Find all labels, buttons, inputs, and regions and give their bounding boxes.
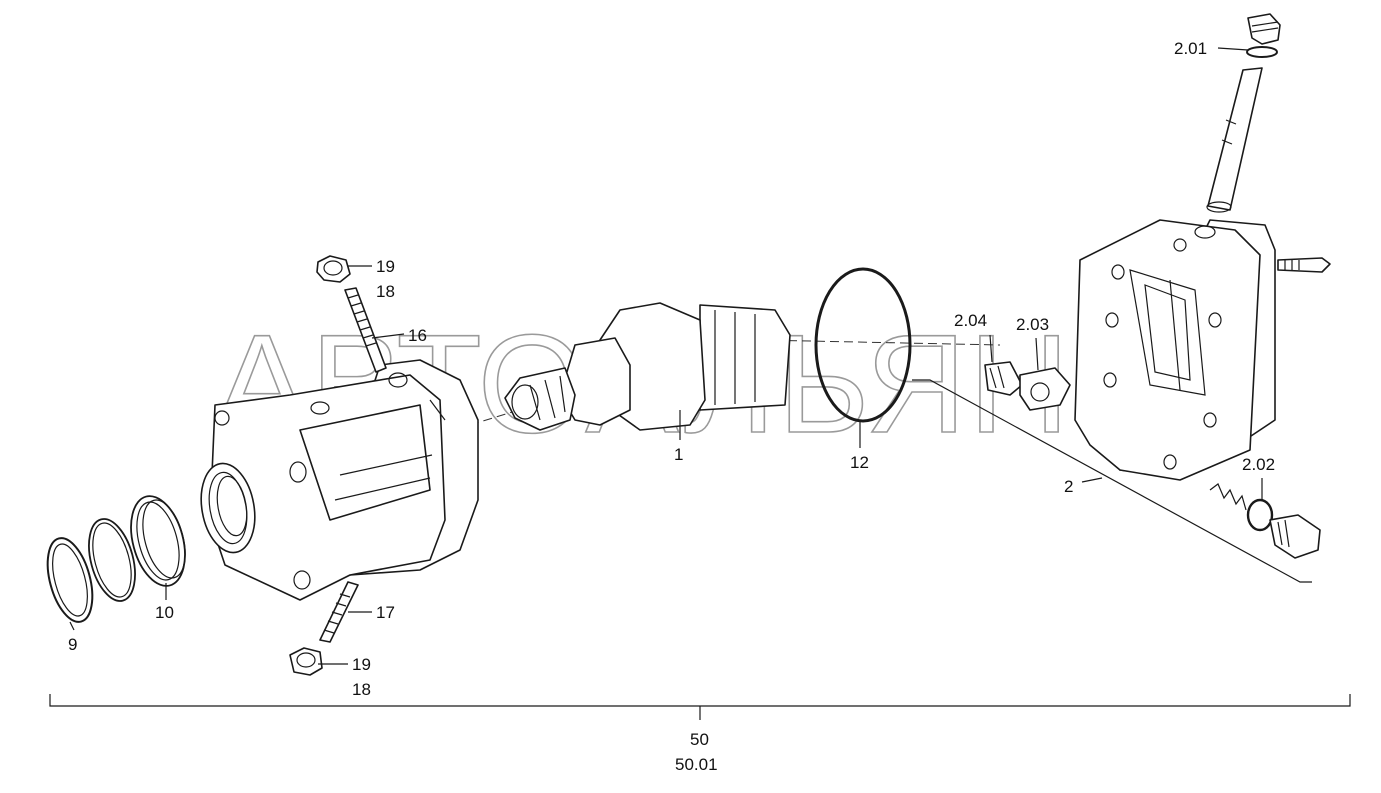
part-2-03	[1019, 367, 1071, 411]
callout-2-01: 2.01	[1174, 39, 1207, 58]
callout-18-bottom: 18	[352, 680, 371, 699]
part-2-04	[984, 361, 1023, 396]
nut-19-bottom	[289, 647, 323, 676]
callout-labels: 2.01 19 18 16 2.04 2.03 1 12 2 2.02 9 10…	[68, 39, 1275, 774]
seal-ring	[88, 518, 136, 602]
motor-housing	[200, 359, 479, 601]
callout-2: 2	[1064, 477, 1073, 496]
plug-2-02	[1269, 514, 1321, 559]
callout-9: 9	[68, 635, 77, 654]
leader-lines	[49, 47, 1351, 720]
rotating-group-1	[504, 302, 791, 431]
stud-17	[319, 581, 359, 643]
callout-2-04: 2.04	[954, 311, 987, 330]
callout-18-top: 18	[376, 282, 395, 301]
o-ring-2-02	[1246, 498, 1274, 532]
nut-19-top	[316, 255, 351, 283]
washer-10	[130, 495, 186, 587]
callout-50-01: 50.01	[675, 755, 718, 774]
port-plate-2	[1074, 219, 1276, 481]
callout-17: 17	[376, 603, 395, 622]
retaining-ring-9	[46, 537, 94, 623]
callout-2-02: 2.02	[1242, 455, 1275, 474]
spring-2-02	[1209, 483, 1247, 511]
plug-2-01	[1247, 13, 1281, 45]
plunger-2-01	[1206, 67, 1263, 213]
callout-19-bottom: 19	[352, 655, 371, 674]
o-ring-12	[814, 267, 912, 423]
plate-screw	[1277, 257, 1331, 273]
stud-16	[344, 287, 387, 373]
callout-10: 10	[155, 603, 174, 622]
callout-19-top: 19	[376, 257, 395, 276]
callout-16: 16	[408, 326, 427, 345]
callout-1: 1	[674, 445, 683, 464]
seal-2-01	[1246, 46, 1278, 58]
callout-12: 12	[850, 453, 869, 472]
callout-2-03: 2.03	[1016, 315, 1049, 334]
callout-50: 50	[690, 730, 709, 749]
